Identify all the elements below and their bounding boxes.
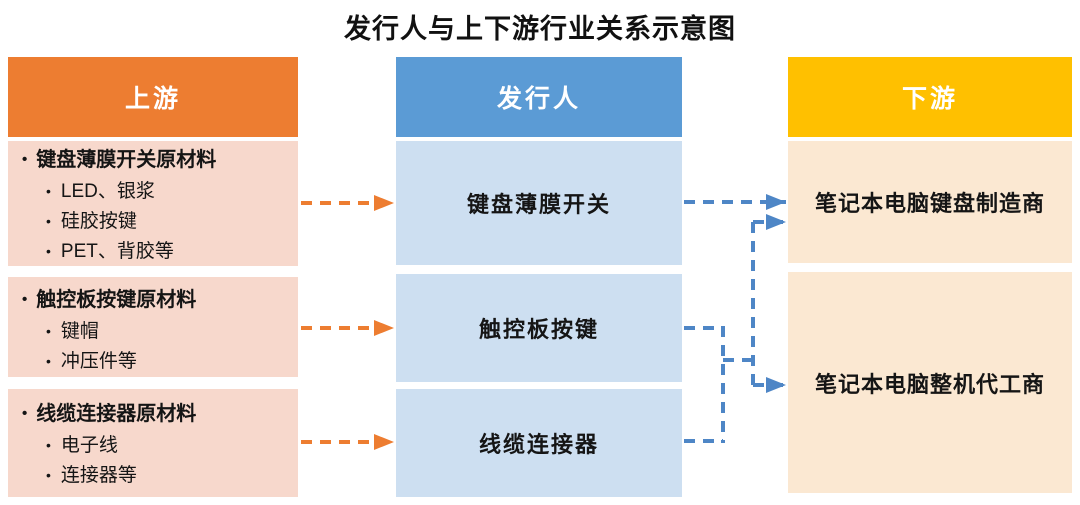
upstream-subitem: 电子线 xyxy=(22,431,292,461)
upstream-subitem: 连接器等 xyxy=(22,461,292,491)
downstream-box-oem: 笔记本电脑整机代工商 xyxy=(788,272,1072,493)
upstream-subitem: LED、银浆 xyxy=(22,177,292,207)
issuer-box-touchpad-button: 触控板按键 xyxy=(396,274,682,382)
upstream-box-touchpad-button-materials: 触控板按键原材料 键帽 冲压件等 xyxy=(8,277,298,377)
issuer-box-keyboard-membrane-switch: 键盘薄膜开关 xyxy=(396,141,682,265)
upstream-box-title: 触控板按键原材料 xyxy=(22,285,292,317)
downstream-box-keyboard-manufacturer: 笔记本电脑键盘制造商 xyxy=(788,141,1072,263)
upstream-subitem: 冲压件等 xyxy=(22,347,292,377)
upstream-box-title: 线缆连接器原材料 xyxy=(22,399,292,431)
upstream-box-cable-connector-materials: 线缆连接器原材料 电子线 连接器等 xyxy=(8,389,298,497)
issuer-box-cable-connector: 线缆连接器 xyxy=(396,389,682,497)
upstream-box-title: 键盘薄膜开关原材料 xyxy=(22,145,292,177)
downstream-header: 下游 xyxy=(788,57,1072,137)
issuer-header: 发行人 xyxy=(396,57,682,137)
upstream-box-keyboard-membrane-materials: 键盘薄膜开关原材料 LED、银浆 硅胶按键 PET、背胶等 xyxy=(8,141,298,266)
upstream-subitem: 键帽 xyxy=(22,317,292,347)
upstream-header: 上游 xyxy=(8,57,298,137)
diagram-title: 发行人与上下游行业关系示意图 xyxy=(344,14,736,44)
upstream-subitem: 硅胶按键 xyxy=(22,207,292,237)
upstream-subitem: PET、背胶等 xyxy=(22,237,292,267)
